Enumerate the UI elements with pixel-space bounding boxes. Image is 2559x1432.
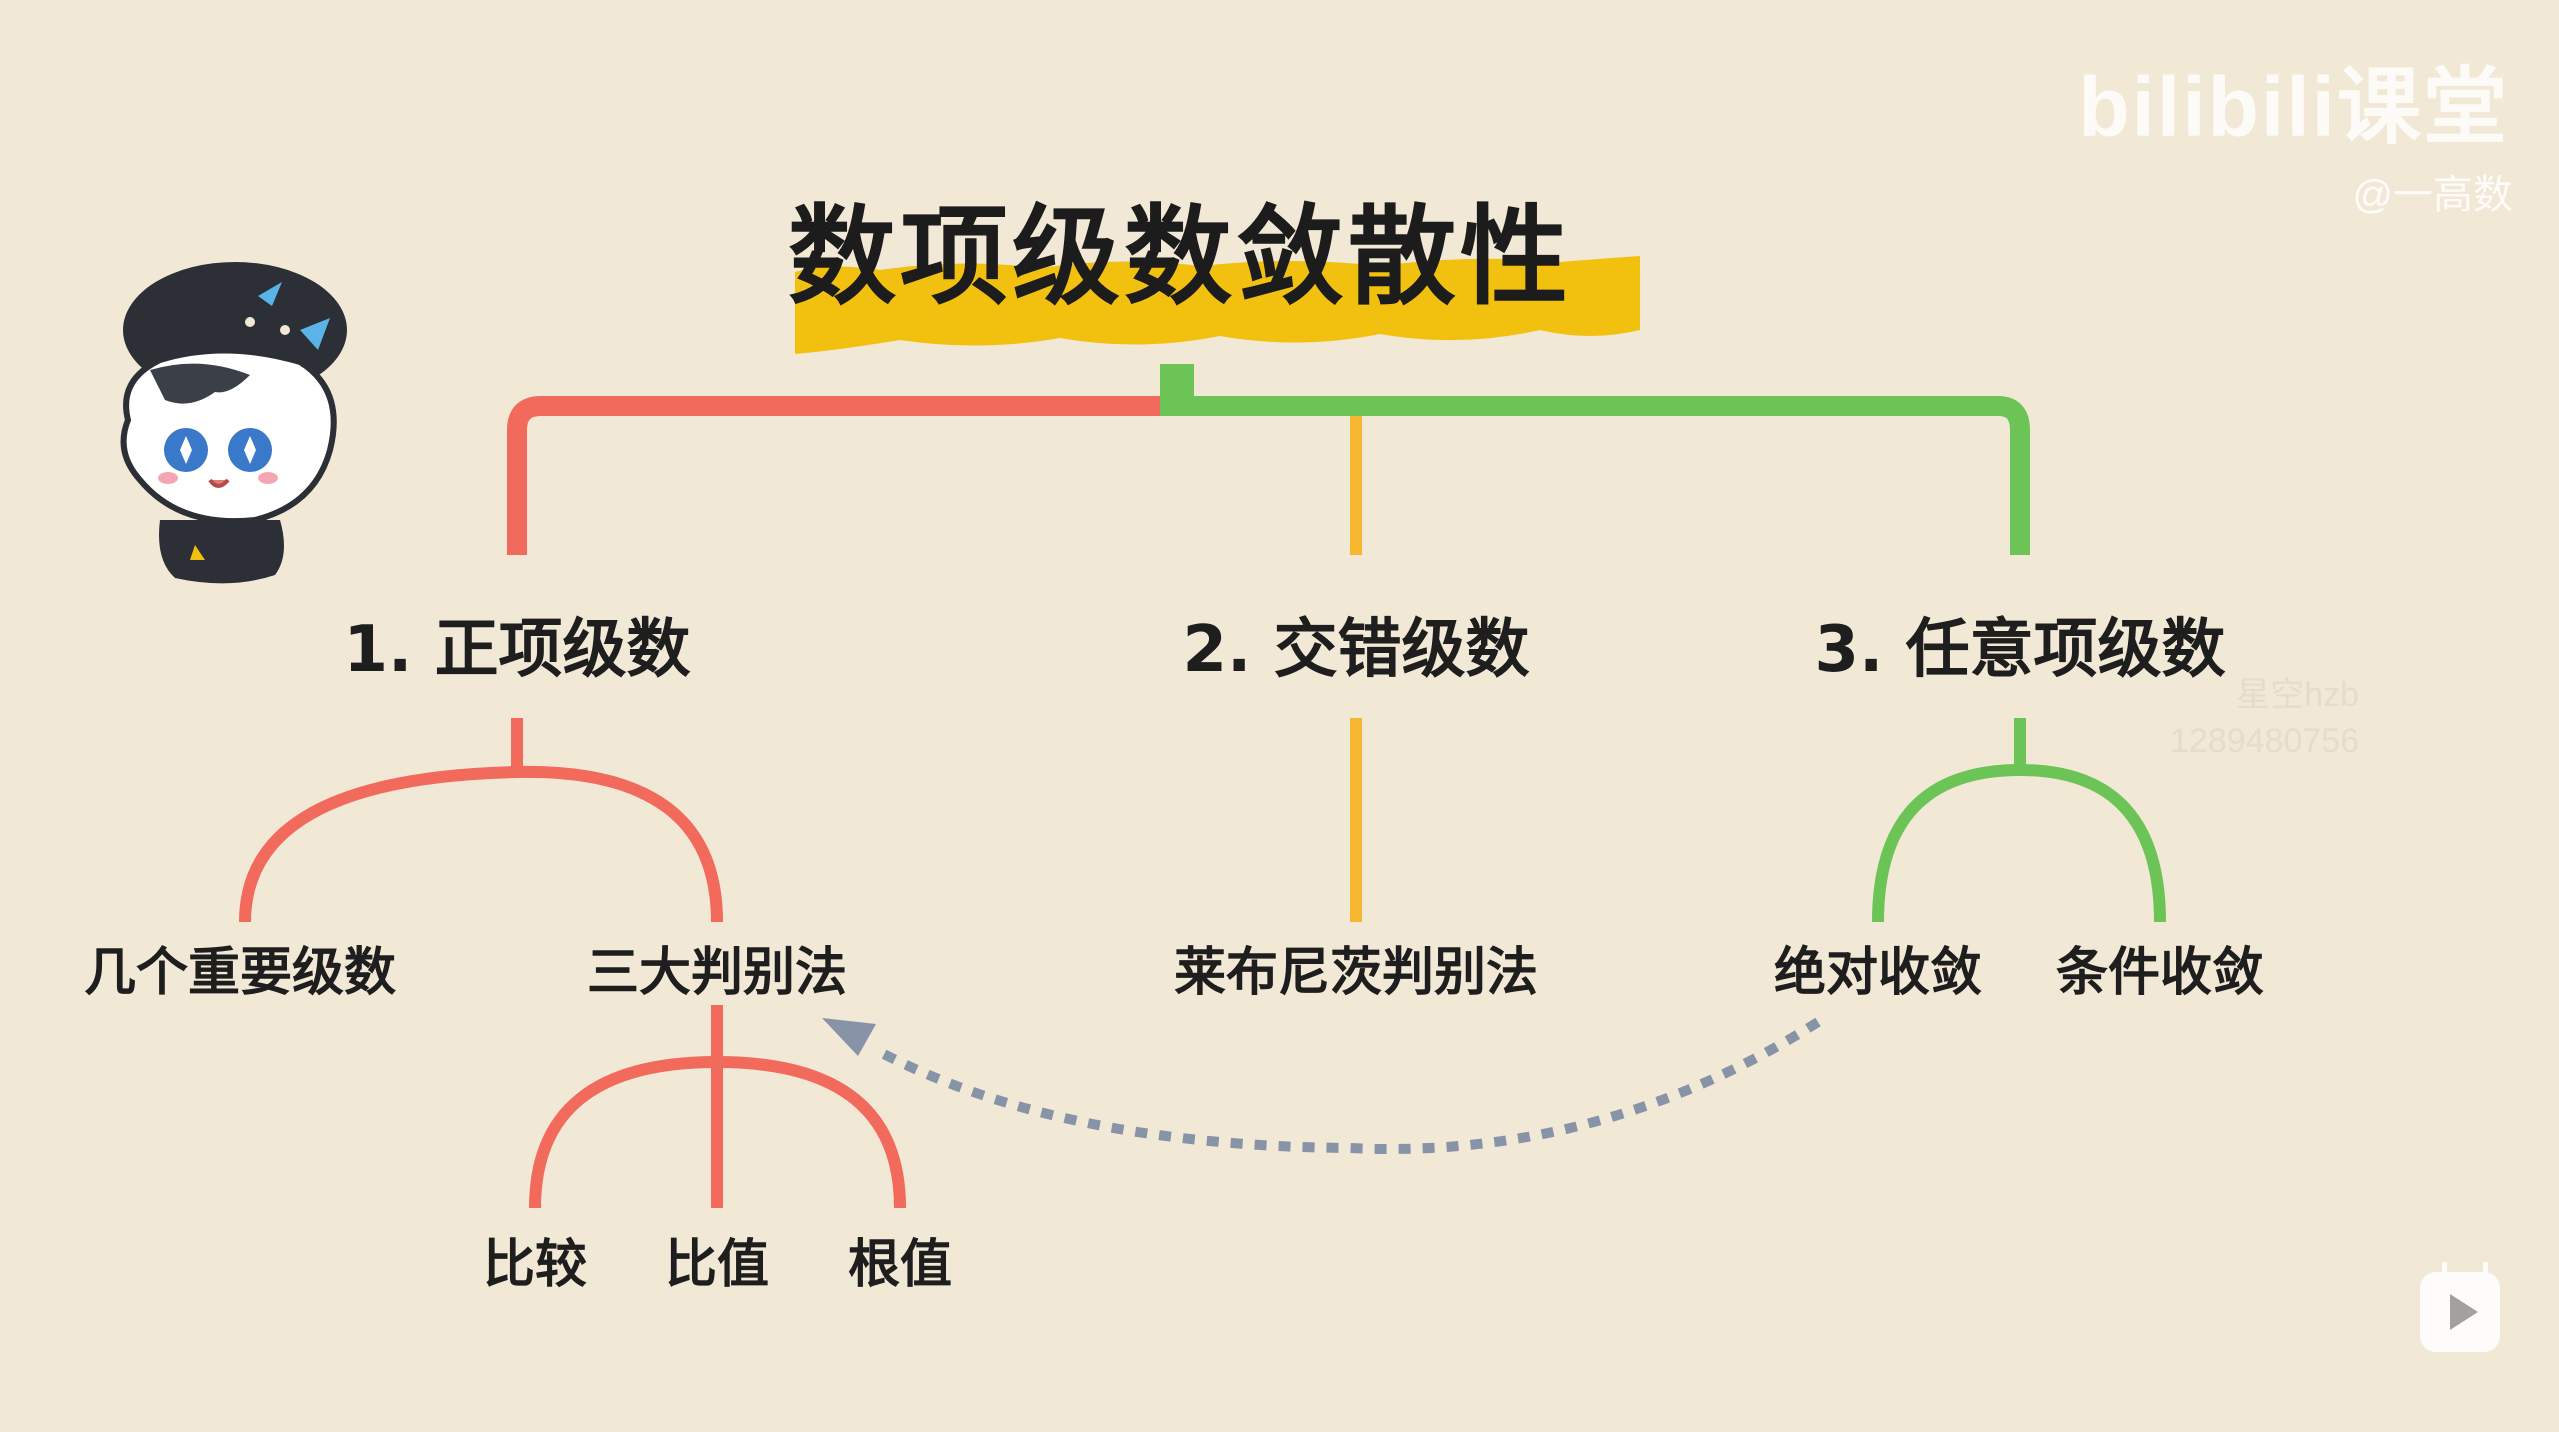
watermark-name: 星空hzb [2236, 676, 2360, 714]
title-highlight [795, 256, 1640, 354]
node-important-series: 几个重要级数 [83, 943, 397, 1003]
category-arbitrary-series: 3. 任意项级数 [1814, 613, 2226, 687]
green-stem [1160, 364, 1194, 408]
red-top-bracket [507, 396, 1166, 555]
watermark: 星空hzb 1289480756 [2170, 672, 2359, 764]
watermark-id: 1289480756 [2170, 722, 2360, 760]
node-conditional-convergence: 条件收敛 [2055, 943, 2265, 1003]
category-positive-series: 1. 正项级数 [343, 613, 691, 687]
play-icon[interactable] [2420, 1272, 2500, 1352]
mascot-avatar [120, 262, 347, 584]
leaf-comparison: 比较 [482, 1235, 588, 1295]
node-leibniz-test: 莱布尼茨判别法 [1173, 943, 1539, 1003]
dotted-arrowhead [822, 1018, 876, 1056]
red-mid-arc [239, 765, 723, 923]
green-mid-arc [1872, 763, 2166, 923]
red-tests-arc [529, 1055, 906, 1209]
node-three-tests: 三大判别法 [586, 943, 848, 1003]
green-top-bracket [1160, 396, 2030, 555]
leaf-root: 根值 [847, 1235, 953, 1295]
author-handle: @一高数 [2352, 173, 2513, 217]
dotted-arrow-line [877, 1017, 1821, 1154]
node-absolute-convergence: 绝对收敛 [1773, 943, 1983, 1003]
bilibili-logo: bilibili课堂 [2078, 60, 2509, 154]
leaf-ratio: 比值 [664, 1235, 770, 1295]
category-alternating-series: 2. 交错级数 [1182, 613, 1530, 687]
page-title: 数项级数敛散性 [787, 194, 1573, 320]
